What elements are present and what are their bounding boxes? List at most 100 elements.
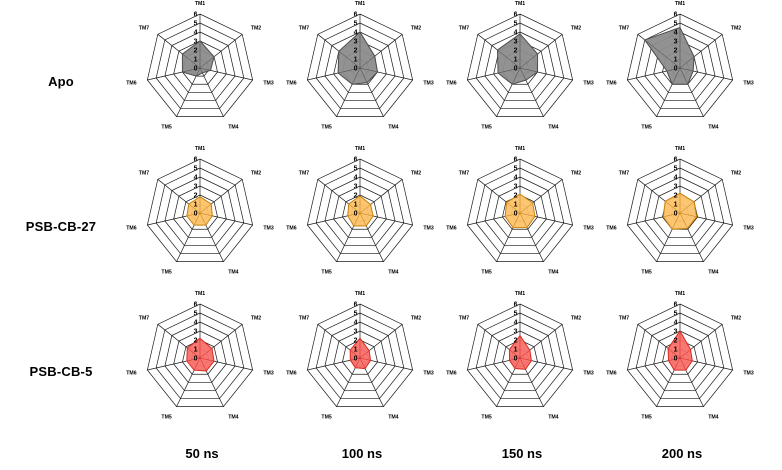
- radial-tick-label: 3: [514, 39, 518, 46]
- radar-series-spoke: [186, 212, 201, 217]
- axis-label-tm2: TM2: [411, 170, 421, 176]
- axis-label-tm7: TM7: [619, 315, 629, 321]
- radar-series-spoke: [667, 348, 681, 359]
- radial-tick-label: 0: [674, 66, 678, 73]
- axis-label-tm7: TM7: [459, 315, 469, 321]
- row-label-psb-cb-27: PSB-CB-27: [25, 219, 97, 234]
- radial-tick-label: 2: [674, 338, 678, 345]
- radial-tick-label: 0: [674, 356, 678, 363]
- axis-label-tm5: TM5: [641, 270, 651, 276]
- radar-series-spoke: [519, 349, 531, 359]
- radial-tick-label: 3: [514, 184, 518, 191]
- radial-tick-label: 6: [194, 157, 198, 164]
- radial-tick-label: 2: [674, 193, 678, 200]
- radar-series-spoke: [679, 212, 688, 229]
- axis-label-tm4: TM4: [388, 125, 398, 131]
- radar-series-spoke: [199, 212, 213, 217]
- axis-label-tm3: TM3: [583, 80, 593, 86]
- radial-tick-label: 2: [194, 48, 198, 55]
- radar-series-spoke: [679, 201, 695, 214]
- radar-series-spoke: [359, 357, 366, 369]
- radial-tick-label: 3: [194, 39, 198, 46]
- radial-tick-label: 4: [354, 175, 358, 182]
- radial-tick-label: 1: [354, 57, 358, 64]
- radial-tick-label: 2: [194, 193, 198, 200]
- radial-tick-label: 3: [194, 329, 198, 336]
- radar-series-spoke: [519, 357, 526, 370]
- axis-label-tm2: TM2: [571, 25, 581, 31]
- radar-series-spoke: [666, 67, 681, 72]
- axis-label-tm1: TM1: [195, 146, 205, 152]
- radial-tick-label: 5: [354, 21, 358, 28]
- radar-series-polygon: [186, 337, 215, 372]
- radar-series-spoke: [519, 67, 527, 81]
- axis-label-tm5: TM5: [641, 125, 651, 131]
- axis-label-tm2: TM2: [571, 315, 581, 321]
- axis-label-tm4: TM4: [228, 270, 238, 276]
- axis-label-tm7: TM7: [619, 25, 629, 31]
- axis-label-tm6: TM6: [126, 370, 136, 376]
- radar-series-spoke: [668, 357, 681, 361]
- radial-tick-label: 0: [514, 66, 518, 73]
- axis-label-tm6: TM6: [286, 370, 296, 376]
- column-label-150ns: 150 ns: [501, 446, 543, 461]
- axis-label-tm7: TM7: [299, 170, 309, 176]
- radar-series-spoke: [187, 347, 201, 359]
- radar-series-spoke: [199, 357, 207, 372]
- radial-tick-label: 2: [354, 338, 358, 345]
- axis-label-tm5: TM5: [481, 125, 491, 131]
- radar-series-spoke: [679, 56, 695, 69]
- radial-tick-label: 4: [354, 30, 358, 37]
- axis-label-tm6: TM6: [606, 225, 616, 231]
- radar-series-spoke: [679, 67, 689, 85]
- radar-series-spoke: [199, 212, 207, 226]
- axis-label-tm3: TM3: [583, 225, 593, 231]
- axis-label-tm7: TM7: [459, 25, 469, 31]
- axis-label-tm4: TM4: [548, 125, 558, 131]
- radar-series-spoke: [671, 67, 681, 85]
- radial-tick-label: 3: [194, 184, 198, 191]
- axis-label-tm1: TM1: [195, 291, 205, 297]
- radar-series-polygon: [349, 337, 372, 370]
- radar-series-polygon: [508, 334, 532, 370]
- radial-tick-label: 3: [354, 39, 358, 46]
- radar-series-spoke: [679, 357, 687, 371]
- radar-series-spoke: [359, 350, 370, 359]
- axis-label-tm5: TM5: [481, 415, 491, 421]
- radar-series-spoke: [679, 67, 694, 72]
- radar-series-spoke: [351, 67, 361, 85]
- axis-label-tm6: TM6: [446, 225, 456, 231]
- radial-tick-label: 6: [674, 302, 678, 309]
- radar-series-spoke: [665, 201, 681, 214]
- radial-tick-label: 0: [354, 66, 358, 73]
- row-label-apo: Apo: [48, 74, 74, 89]
- axis-label-tm3: TM3: [423, 80, 433, 86]
- radar-series-spoke: [359, 56, 375, 69]
- radial-tick-label: 6: [514, 157, 518, 164]
- radial-tick-label: 0: [194, 66, 198, 73]
- axis-label-tm2: TM2: [411, 25, 421, 31]
- radial-tick-label: 4: [674, 30, 678, 37]
- radial-tick-label: 5: [514, 21, 518, 28]
- axis-label-tm4: TM4: [708, 125, 718, 131]
- axis-label-tm3: TM3: [423, 370, 433, 376]
- axis-label-tm3: TM3: [263, 80, 273, 86]
- axis-label-tm6: TM6: [286, 80, 296, 86]
- radar-series-spoke: [509, 357, 521, 361]
- axis-label-tm7: TM7: [299, 25, 309, 31]
- radar-series-spoke: [519, 53, 538, 69]
- radial-tick-label: 4: [354, 320, 358, 327]
- radar-series-spoke: [679, 349, 691, 359]
- radar-series-spoke: [673, 357, 681, 371]
- radar-series-spoke: [359, 67, 368, 83]
- radial-tick-label: 1: [674, 347, 678, 354]
- axis-label-tm4: TM4: [228, 125, 238, 131]
- radar-series-spoke: [519, 212, 528, 228]
